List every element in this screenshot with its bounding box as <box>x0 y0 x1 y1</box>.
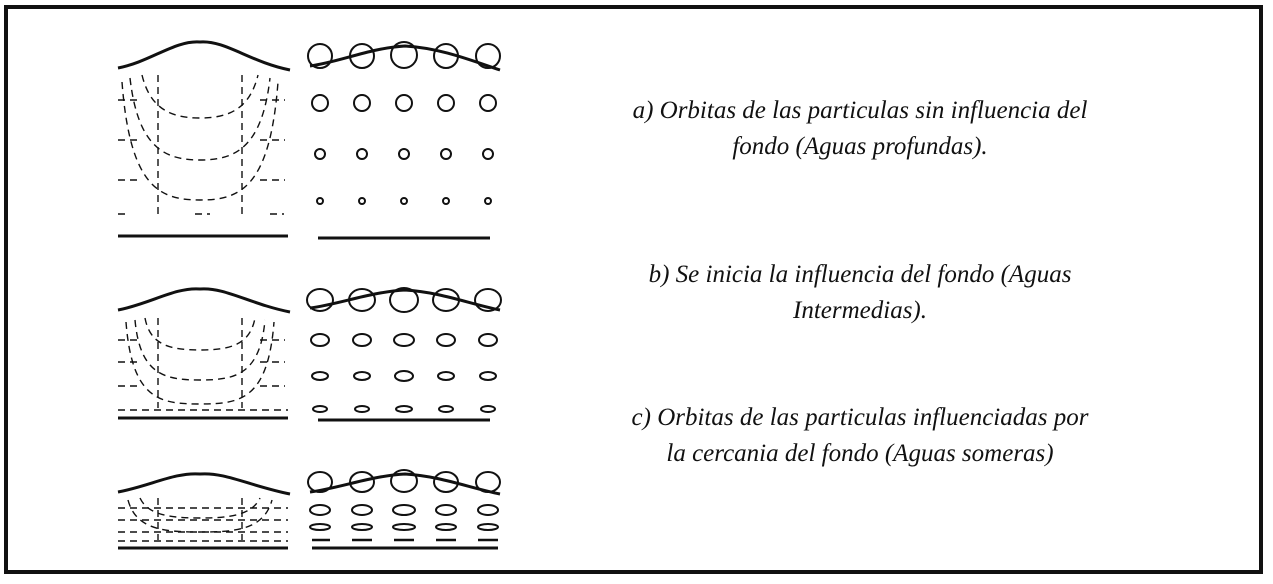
panel-b-orbits <box>306 287 502 422</box>
wave-crest-b2 <box>309 288 501 312</box>
panel-b-streamlines <box>117 287 291 420</box>
wave-crest-c2 <box>309 472 501 496</box>
caption-b-line2: Intermedias). <box>793 297 927 324</box>
panel-a-orbits <box>307 41 501 240</box>
wave-crest-c <box>117 472 291 496</box>
caption-b-line1: b) Se inicia la influencia del fondo (Ag… <box>648 261 1072 288</box>
panel-a-streamlines <box>117 40 291 238</box>
caption-c-line2: la cercania del fondo (Aguas someras) <box>666 440 1054 467</box>
wave-crest-a2 <box>309 44 501 72</box>
caption-a-line1: a) Orbitas de las particulas sin influen… <box>632 97 1088 124</box>
panel-c-orbits <box>307 469 501 550</box>
caption-c-line1: c) Orbitas de las particulas influenciad… <box>631 404 1089 431</box>
caption-a-line2: fondo (Aguas profundas). <box>732 133 988 160</box>
caption-b: b) Se inicia la influencia del fondo (Ag… <box>560 257 1160 329</box>
wave-crest-b <box>117 287 291 314</box>
caption-a: a) Orbitas de las particulas sin influen… <box>560 93 1160 165</box>
panel-c-streamlines <box>117 472 291 550</box>
caption-c: c) Orbitas de las particulas influenciad… <box>560 400 1160 472</box>
wave-crest-a <box>117 40 291 72</box>
